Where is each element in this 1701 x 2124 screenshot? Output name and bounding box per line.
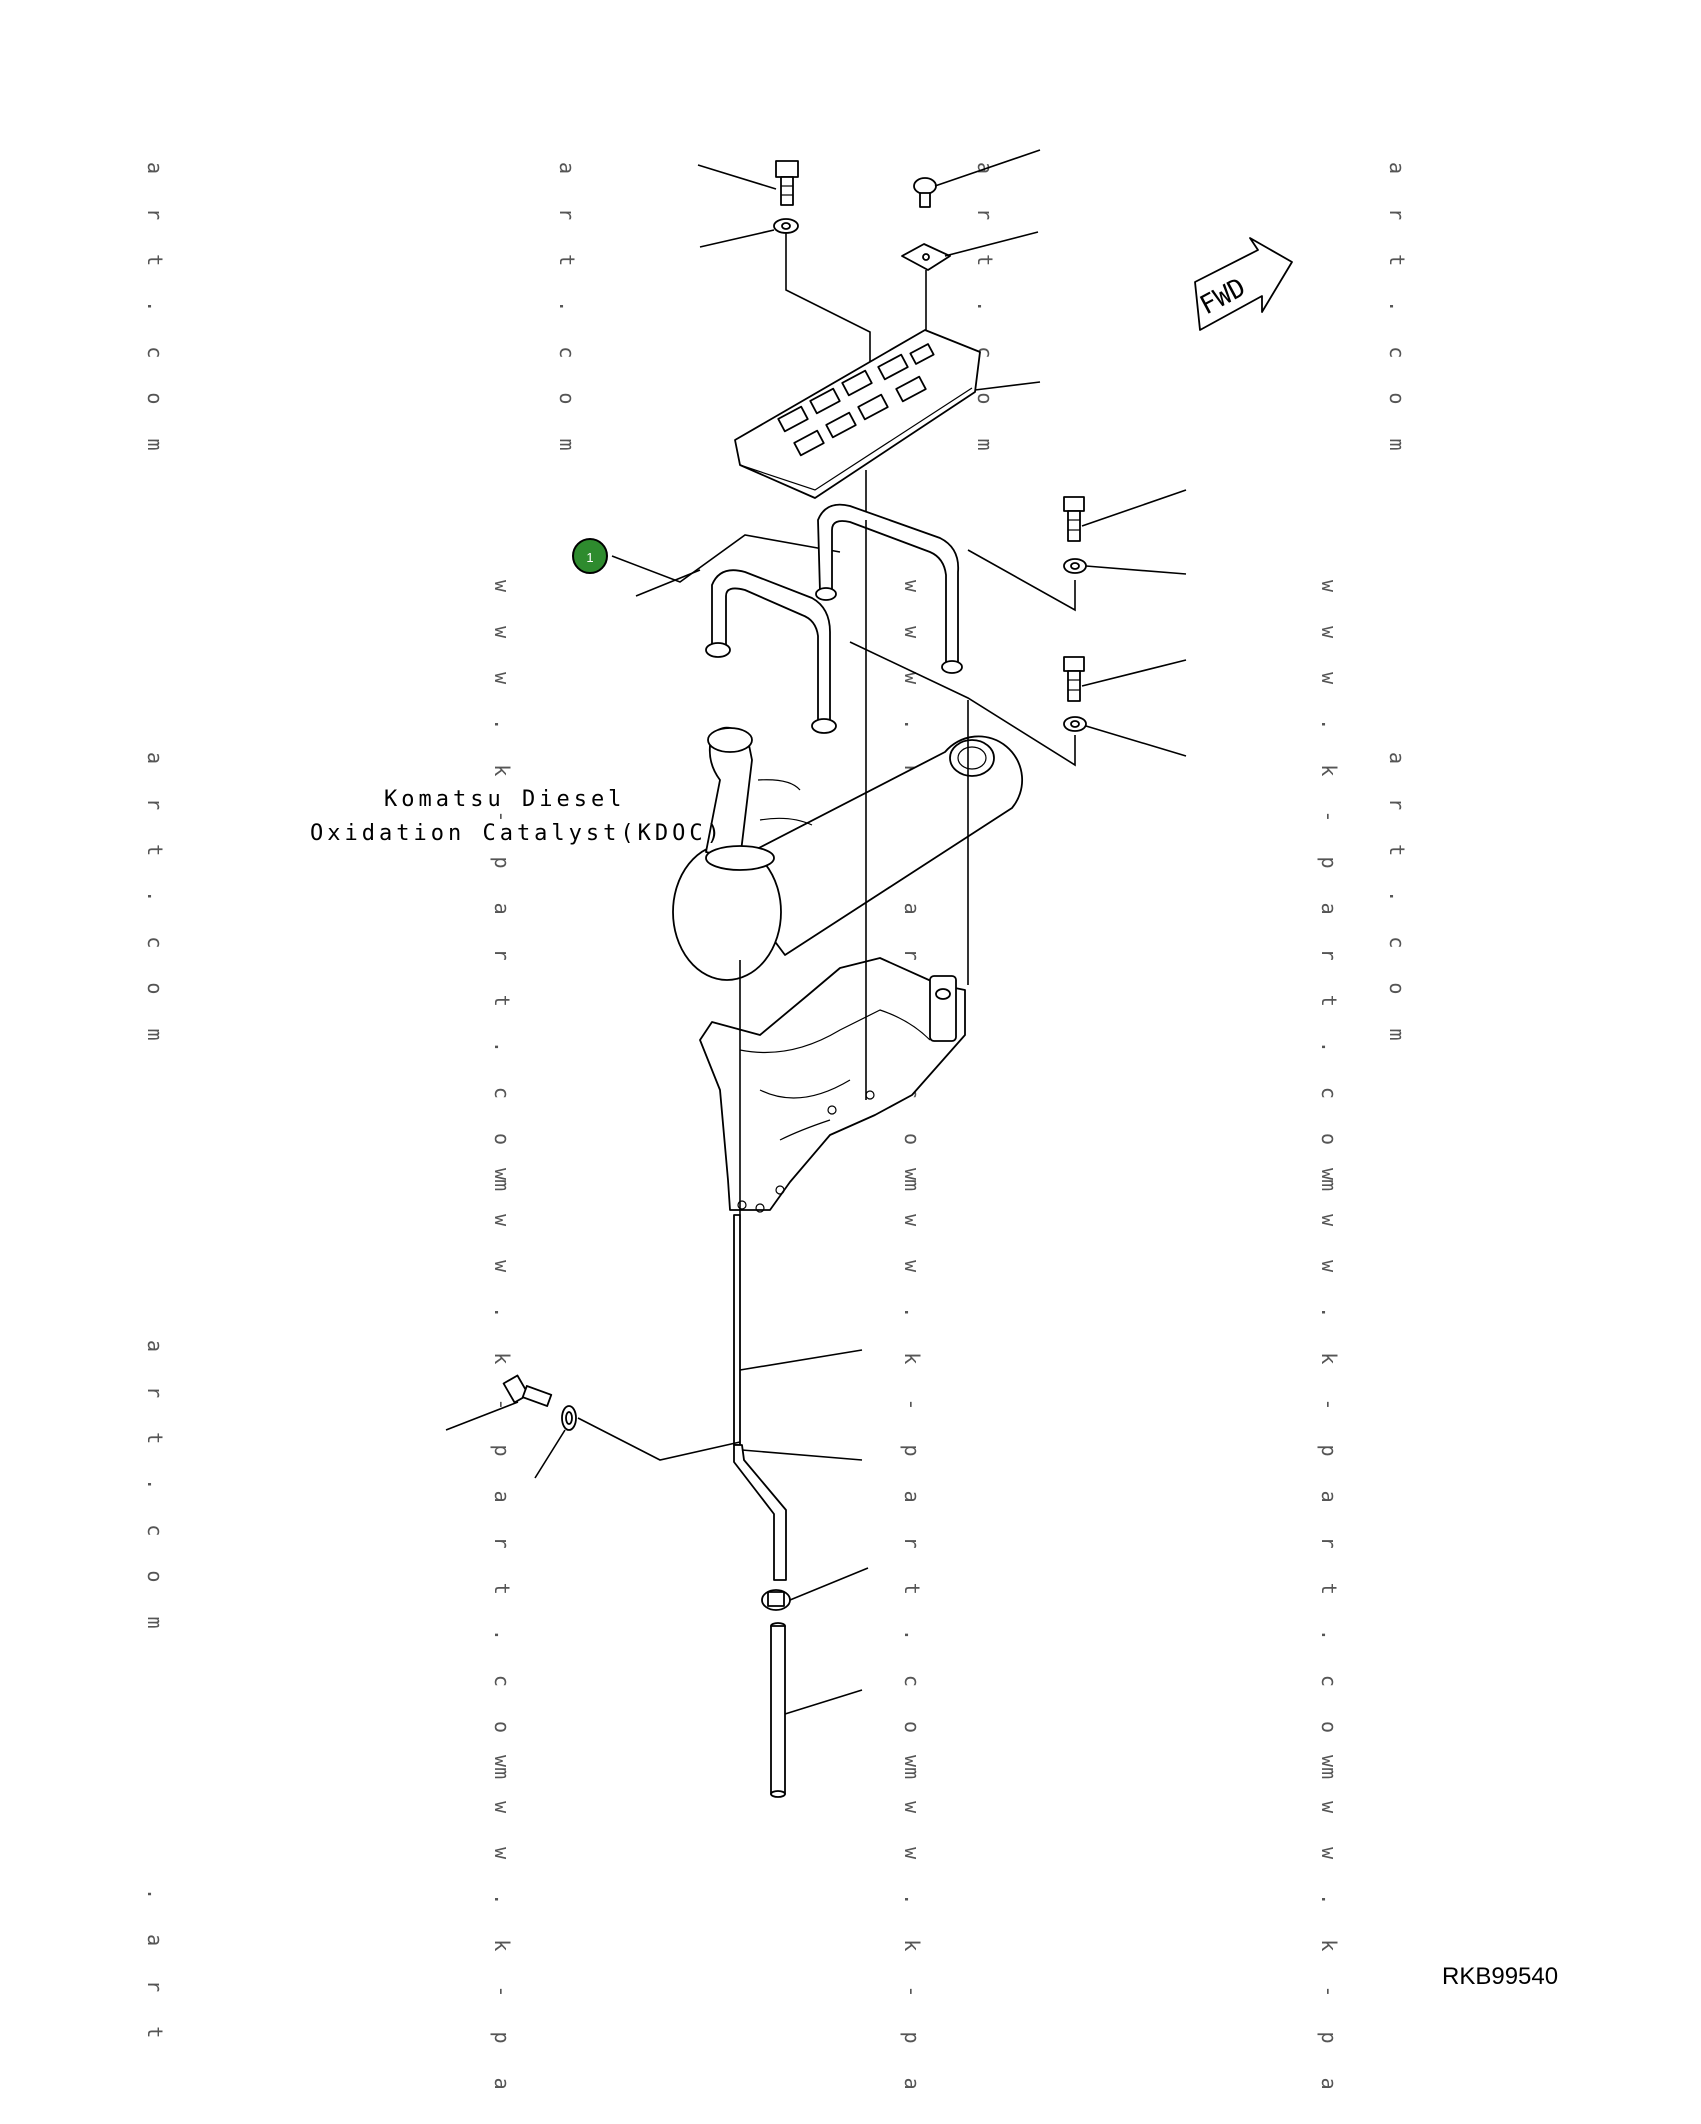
caption-line-2: Oxidation Catalyst(KDOC) bbox=[310, 821, 724, 846]
watermark-k-part: w w w . k - p a r t . c o m bbox=[1317, 1168, 1341, 1790]
watermark-k-part: w w w . k - p a r t . c o m bbox=[490, 580, 514, 1202]
right-bolt-upper bbox=[1063, 489, 1187, 542]
hose-clamp bbox=[761, 1567, 869, 1611]
watermark-art-com: a r t . c o m bbox=[973, 162, 997, 462]
watermark-art-com: a r t . c o m bbox=[1385, 752, 1409, 1052]
watermarks: a r t . c o m a r t . c o m a r t . c o … bbox=[143, 162, 1409, 2124]
watermark-k-part: w w w . k - p a r t . c o m bbox=[1317, 580, 1341, 1202]
callout-number: 1 bbox=[586, 550, 593, 565]
cover-plate bbox=[734, 329, 1041, 520]
part-callout-1[interactable]: 1 bbox=[572, 538, 608, 574]
kdoc-muffler bbox=[672, 726, 1023, 981]
fwd-arrow: FWD bbox=[1194, 237, 1293, 331]
drain-pipe-upper bbox=[733, 1214, 863, 1446]
watermark-k-part: w w w . k - p a r t . c o m bbox=[900, 580, 924, 1202]
drain-elbow bbox=[733, 1444, 863, 1581]
watermark-art-com: a r t . c o m bbox=[1385, 162, 1409, 462]
mounting-bracket-front bbox=[705, 569, 837, 734]
watermark-k-part: w w w . k - p a r t bbox=[900, 1755, 924, 2124]
watermark-k-part: w w w . k - p a r t bbox=[1317, 1755, 1341, 2124]
right-washer-upper bbox=[1063, 558, 1187, 575]
watermark-art-com: a r t . c o m bbox=[143, 1340, 167, 1640]
caption-line-1: Komatsu Diesel bbox=[384, 787, 625, 812]
watermark-k-part: w w w . k - p a r t . c o m bbox=[490, 1168, 514, 1790]
gasket-plate bbox=[901, 231, 1039, 333]
top-bolt bbox=[697, 160, 799, 206]
drawing-code: RKB99540 bbox=[1442, 1963, 1558, 1990]
banjo-bolt bbox=[445, 1374, 553, 1431]
top-washer bbox=[699, 218, 871, 380]
watermark-art-com: a r t . c o m bbox=[143, 752, 167, 1052]
watermark-k-part: w w w . k - p a r t . c o m bbox=[900, 1168, 924, 1790]
watermark-art-com: a r t . c o m bbox=[555, 162, 579, 462]
watermark-art-com: a r t . c o m bbox=[143, 162, 167, 462]
callout-badge[interactable] bbox=[572, 538, 608, 574]
banjo-washer bbox=[534, 1405, 741, 1479]
rivet-plug bbox=[913, 149, 1041, 208]
clamp-leader-right bbox=[849, 641, 1076, 767]
clamp-leader bbox=[635, 569, 701, 597]
right-bolt-lower bbox=[1063, 656, 1187, 702]
base-bracket bbox=[699, 957, 966, 1213]
watermark-k-part: w w w . k - p a r t bbox=[490, 1755, 514, 2124]
clamp-leader bbox=[611, 534, 841, 583]
clamp-leader-right bbox=[967, 549, 1076, 612]
right-washer-lower bbox=[1063, 716, 1187, 757]
drain-hose bbox=[770, 1622, 863, 1798]
watermark-art: . a r t bbox=[143, 1888, 167, 2049]
kdoc-caption: Komatsu Diesel Oxidation Catalyst(KDOC) bbox=[310, 787, 724, 846]
mounting-bracket-rear bbox=[815, 503, 963, 674]
